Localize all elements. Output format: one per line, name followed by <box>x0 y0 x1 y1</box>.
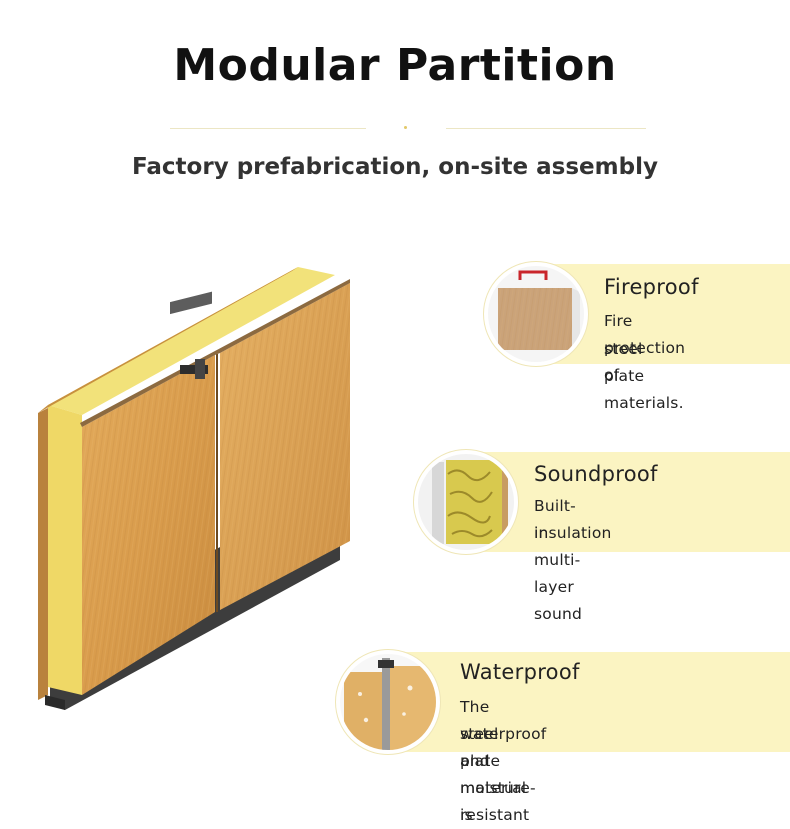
fireproof-panel-thumbnail-icon <box>484 262 588 366</box>
feature-card <box>385 652 790 752</box>
aluminium-connector <box>170 291 212 379</box>
feature-title: Waterproof <box>460 660 580 684</box>
feature-title: Soundproof <box>534 462 658 486</box>
page-title: Modular Partition <box>173 40 617 91</box>
panel-joint-thumbnail-icon <box>336 650 440 754</box>
feature-description-line-1: Built-in multi-layer sound <box>534 497 583 623</box>
feature-title: Fireproof <box>604 275 699 299</box>
insulation-top <box>48 267 335 415</box>
partition-panel-illustration <box>38 267 350 710</box>
feature-description-line-2: waterproof and moisture-resistant <box>460 725 547 824</box>
page-subtitle: Factory prefabrication, on-site assembly <box>132 154 658 180</box>
feature-description-line-1: Fire protection of <box>604 312 686 384</box>
title-divider-dot <box>404 126 407 129</box>
title-divider-right <box>446 128 646 129</box>
back-panel-edge <box>38 408 48 700</box>
feature-description-line-2: insulation <box>534 524 612 542</box>
feature-description-line-2: steel plate materials. <box>604 340 684 412</box>
rock-wool-thumbnail-icon <box>414 450 518 554</box>
title-divider-left <box>170 128 366 129</box>
